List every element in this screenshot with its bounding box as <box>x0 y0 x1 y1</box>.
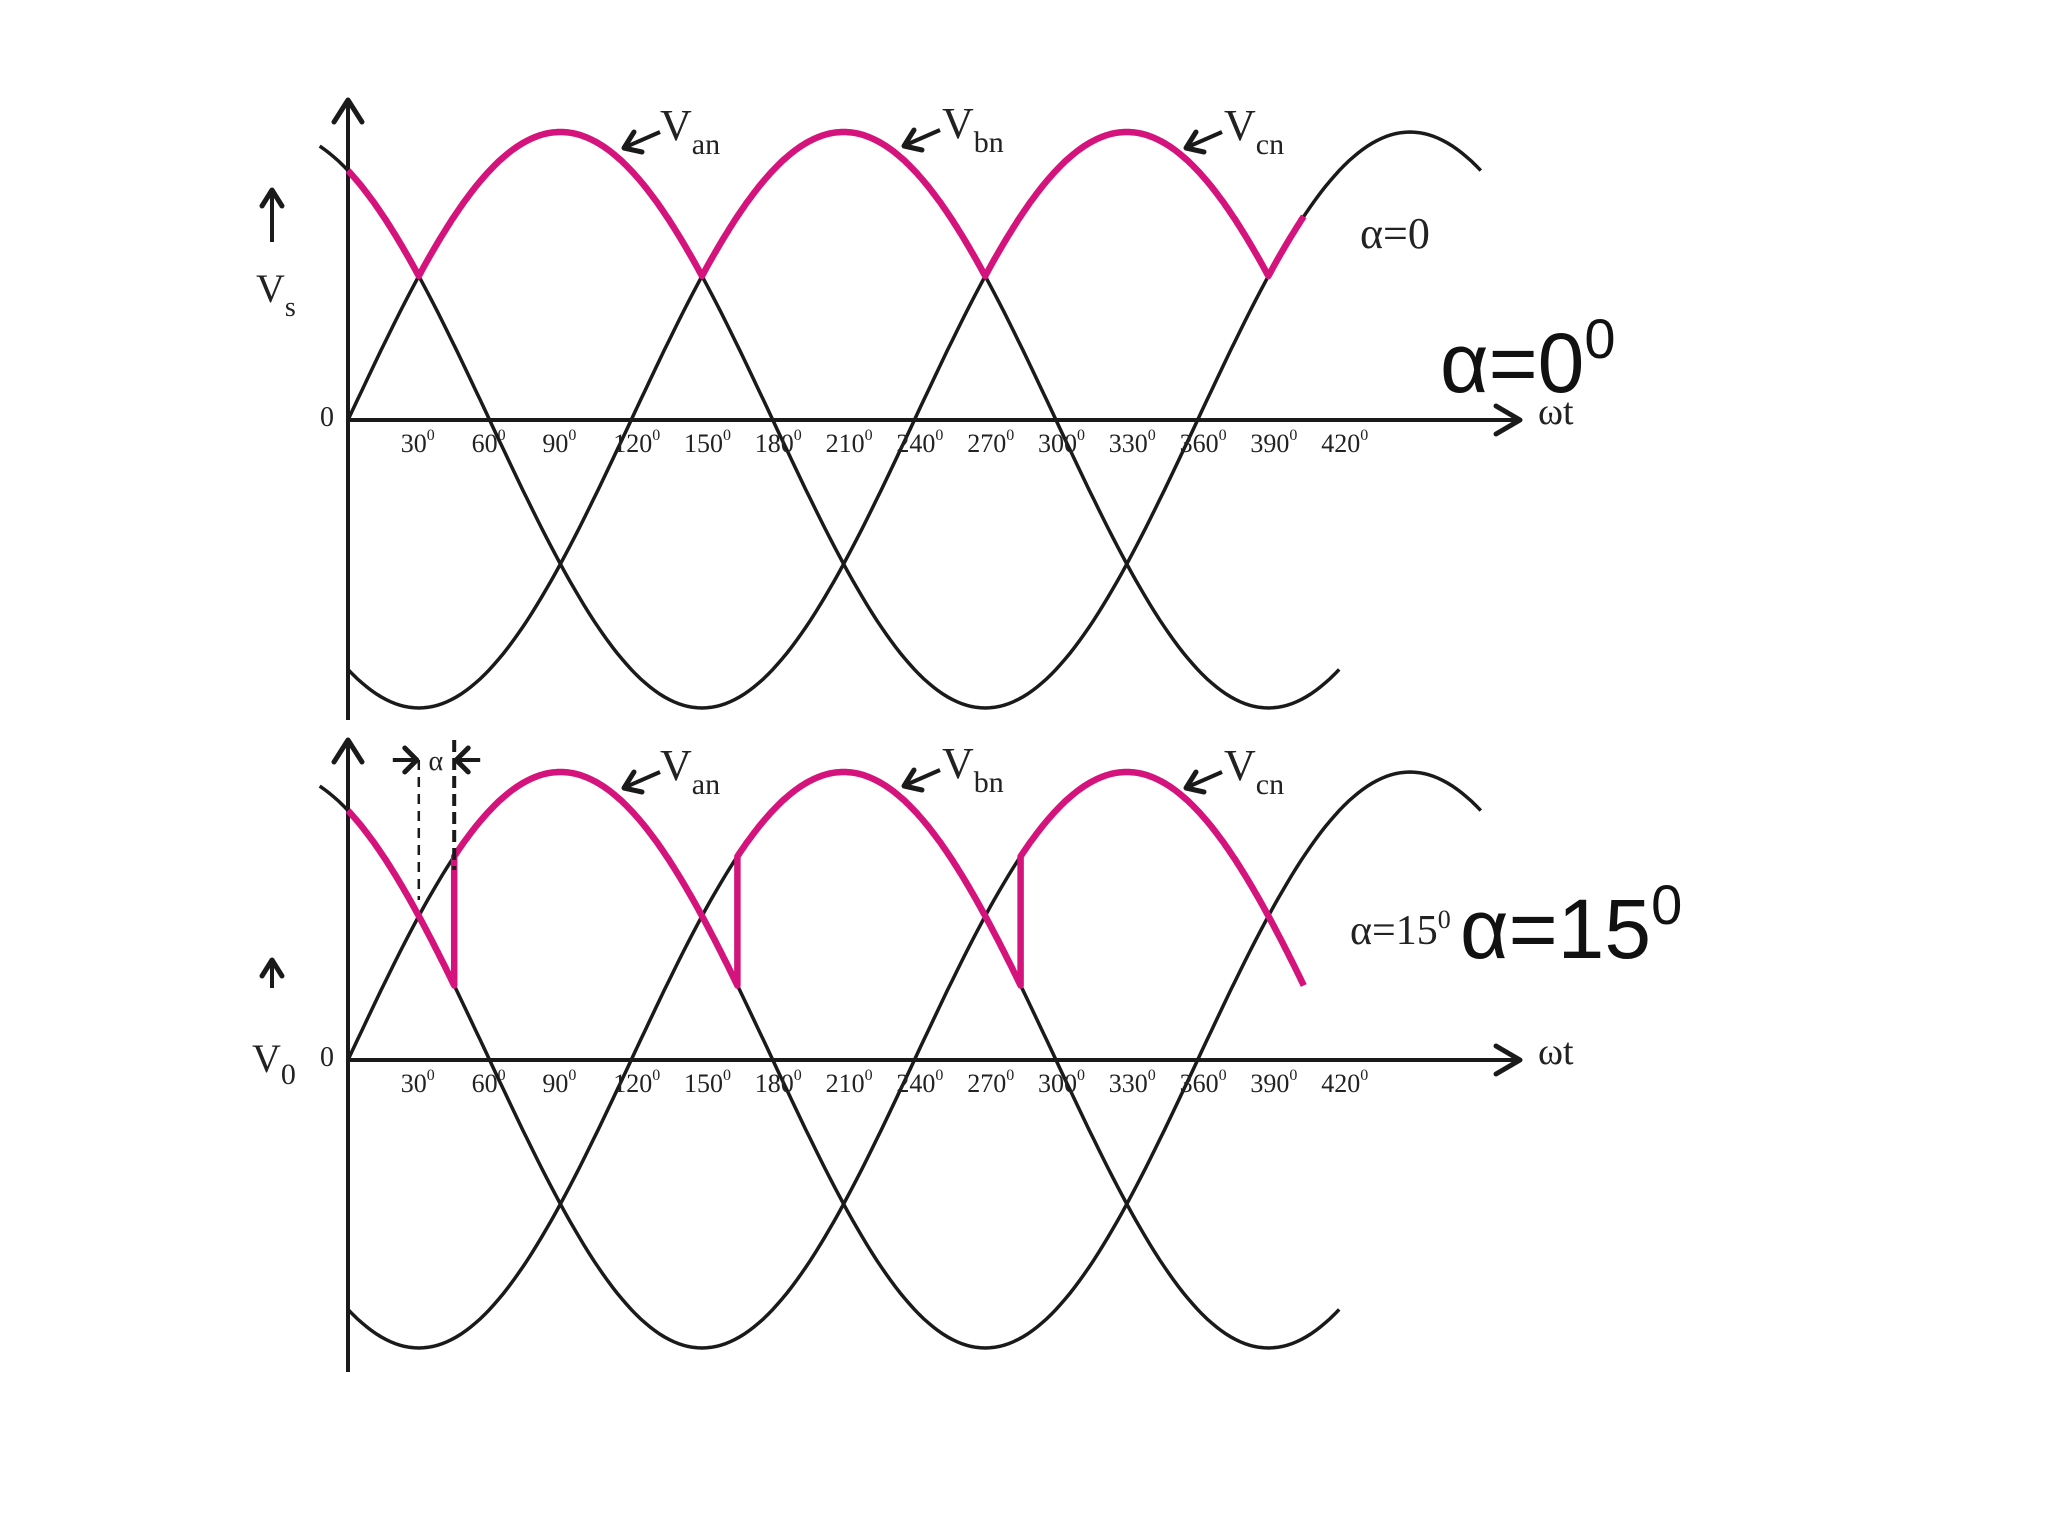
top-alpha-small-label: α=0 <box>1360 209 1430 258</box>
tick-label-120: 1200 <box>613 427 660 458</box>
tick-label-300: 3000 <box>1038 427 1085 458</box>
bottom-plot: α V0 0 ωt 300 600 900 1200 1500 1800 2100 2400 2… <box>252 737 1682 1372</box>
bottom-label-vbn: Vbn <box>901 739 1004 799</box>
top-label-vbn: Vbn <box>901 99 1004 159</box>
bottom-y-axis-arrowhead <box>331 737 365 765</box>
tick-label-210: 2100 <box>826 427 873 458</box>
svg-text:Van: Van <box>660 741 720 801</box>
tick-label-270: 2700 <box>967 427 1014 458</box>
top-x-axis-arrowhead <box>1493 403 1523 437</box>
tick-label-300: 3000 <box>1038 1067 1085 1098</box>
bottom-label-vcn: Vcn <box>1183 741 1284 801</box>
top-origin-label: 0 <box>320 402 334 433</box>
top-alpha-big-label: α=00 <box>1440 307 1616 410</box>
tick-label-240: 2400 <box>896 1067 943 1098</box>
svg-text:Vbn: Vbn <box>942 99 1004 159</box>
top-tick-labels: 300 600 900 1200 1500 1800 2100 2400 2700 3000 330… <box>401 427 1368 458</box>
bottom-alpha-small-label: α=150 <box>1350 905 1451 954</box>
top-vs-up-arrowhead <box>259 187 285 209</box>
tick-label-60: 600 <box>472 427 506 458</box>
tick-label-360: 3600 <box>1180 1067 1227 1098</box>
tick-label-120: 1200 <box>613 1067 660 1098</box>
alpha-arrows <box>392 745 481 775</box>
tick-label-150: 1500 <box>684 427 731 458</box>
tick-label-240: 2400 <box>896 427 943 458</box>
svg-text:Vcn: Vcn <box>1224 101 1284 161</box>
alpha-arrow-left <box>402 745 420 775</box>
bottom-vo-up-arrowhead <box>259 957 285 979</box>
bottom-tick-labels: 300 600 900 1200 1500 1800 2100 2400 2700 3000 330… <box>401 1067 1368 1098</box>
top-output-envelope <box>345 128 1307 280</box>
tick-label-180: 1800 <box>755 427 802 458</box>
bottom-x-label: ωt <box>1538 1031 1574 1073</box>
tick-label-330: 3300 <box>1109 427 1156 458</box>
top-plot: Vs 0 ωt 300 600 900 1200 1500 1800 2100 2400 270… <box>256 97 1616 720</box>
tick-label-30: 300 <box>401 427 435 458</box>
top-x-label: ωt <box>1538 391 1574 433</box>
tick-label-270: 2700 <box>967 1067 1014 1098</box>
bottom-y-label: V0 <box>252 1036 296 1091</box>
tick-label-420: 4200 <box>1321 427 1368 458</box>
top-y-label: Vs <box>256 266 296 323</box>
alpha-marker-label: α <box>429 746 444 777</box>
tick-label-210: 2100 <box>826 1067 873 1098</box>
tick-label-420: 4200 <box>1321 1067 1368 1098</box>
tick-label-390: 3900 <box>1250 1067 1297 1098</box>
top-label-van: Van <box>621 101 720 161</box>
tick-label-330: 3300 <box>1109 1067 1156 1098</box>
tick-label-60: 600 <box>472 1067 506 1098</box>
alpha-dimension-marker: α <box>392 740 481 900</box>
svg-text:Vcn: Vcn <box>1224 741 1284 801</box>
tick-label-90: 900 <box>542 427 576 458</box>
tick-label-390: 3900 <box>1250 427 1297 458</box>
tick-label-90: 900 <box>542 1067 576 1098</box>
bottom-origin-label: 0 <box>320 1042 334 1073</box>
tick-label-180: 1800 <box>755 1067 802 1098</box>
bottom-label-van: Van <box>621 741 720 801</box>
alpha-arrow-right <box>453 745 471 775</box>
top-y-axis-arrowhead <box>331 97 365 125</box>
tick-label-150: 1500 <box>684 1067 731 1098</box>
bottom-output-envelope <box>345 768 1307 989</box>
bottom-alpha-big-label: α=150 <box>1460 873 1682 976</box>
tick-label-360: 3600 <box>1180 427 1227 458</box>
svg-text:Vbn: Vbn <box>942 739 1004 799</box>
top-label-vcn: Vcn <box>1183 101 1284 161</box>
tick-label-30: 300 <box>401 1067 435 1098</box>
svg-text:Van: Van <box>660 101 720 161</box>
bottom-x-axis-arrowhead <box>1493 1043 1523 1077</box>
